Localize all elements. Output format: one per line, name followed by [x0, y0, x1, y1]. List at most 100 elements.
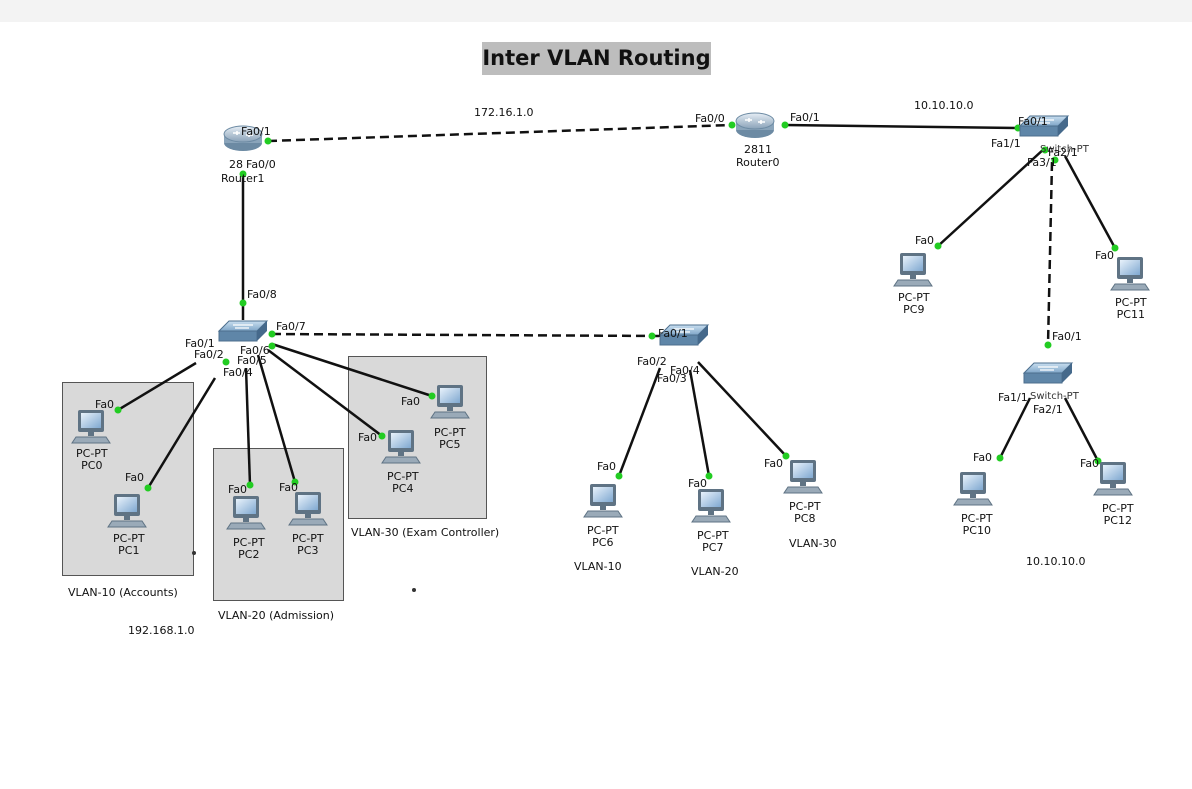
port-s2-fa11: Fa1/1 — [991, 137, 1021, 150]
router0-icon[interactable] — [735, 112, 775, 139]
link-switch0-pc3 — [256, 354, 297, 483]
port-s0-fa01: Fa0/1 — [185, 337, 215, 350]
pc10-icon[interactable] — [953, 471, 993, 506]
link-switch0-pc1 — [146, 377, 217, 489]
switch3-icon[interactable] — [1023, 362, 1073, 384]
pc0-name: PC0 — [81, 459, 103, 472]
port-pc1: Fa0 — [125, 471, 145, 484]
router0-model: 2811 — [744, 143, 772, 156]
link-switch3-pc10 — [998, 397, 1032, 459]
pc7-name: PC7 — [702, 541, 724, 554]
port-pc6: Fa0 — [597, 460, 617, 473]
pc12-icon[interactable] — [1093, 461, 1133, 496]
port-s3-fa21: Fa2/1 — [1033, 403, 1063, 416]
link-switch1-pc7 — [688, 369, 711, 477]
pc9-type: PC-PT — [898, 291, 930, 304]
port-r1-fa00: Fa0/0 — [246, 158, 276, 171]
port-s0-fa05: Fa0/5 — [237, 354, 267, 367]
pc10-name: PC10 — [962, 524, 991, 537]
pc8-icon[interactable] — [783, 459, 823, 494]
pc0-type: PC-PT — [76, 447, 108, 460]
pc5-name: PC5 — [439, 438, 461, 451]
port-s2-fa31: Fa3/1 — [1027, 156, 1057, 169]
port-s0-fa07: Fa0/7 — [276, 320, 306, 333]
vlan30-label: VLAN-30 — [789, 537, 837, 550]
router1-model: 28 — [229, 158, 243, 171]
port-s3-fa01: Fa0/1 — [1052, 330, 1082, 343]
pc1-type: PC-PT — [113, 532, 145, 545]
pc9-icon[interactable] — [893, 252, 933, 287]
link-switch2-pc11 — [1063, 155, 1117, 249]
pc4-type: PC-PT — [387, 470, 419, 483]
network-label-10-top: 10.10.10.0 — [914, 99, 974, 112]
pc8-name: PC8 — [794, 512, 816, 525]
pc5-icon[interactable] — [430, 384, 470, 419]
pc5-type: PC-PT — [434, 426, 466, 439]
vlan20-label: VLAN-20 — [691, 565, 739, 578]
port-s1-fa02: Fa0/2 — [637, 355, 667, 368]
port-s0-fa04: Fa0/4 — [223, 366, 253, 379]
switch0-icon[interactable] — [218, 320, 268, 342]
vlan20-group-label: VLAN-20 (Admission) — [218, 609, 335, 622]
switch3-name: Switch-PT — [1030, 391, 1079, 402]
links — [117, 123, 1117, 489]
pc2-type: PC-PT — [233, 536, 265, 549]
pc2-icon[interactable] — [226, 495, 266, 530]
pc1-name: PC1 — [118, 544, 140, 557]
router0-name: Router0 — [736, 156, 780, 169]
pc7-type: PC-PT — [697, 529, 729, 542]
switch2-name: Switch-PT — [1040, 144, 1089, 155]
link-switch2-pc9 — [937, 147, 1046, 247]
link-switch0-pc2 — [244, 367, 252, 486]
pc12-name: PC12 — [1103, 514, 1132, 527]
vlan30-group-box — [348, 356, 487, 519]
network-label-172: 172.16.1.0 — [474, 106, 534, 119]
port-pc12: Fa0 — [1080, 457, 1100, 470]
link-status-dots — [114, 121, 1119, 492]
pc4-name: PC4 — [392, 482, 414, 495]
pc6-type: PC-PT — [587, 524, 619, 537]
pc9-name: PC9 — [903, 303, 925, 316]
link-switch3-pc12 — [1063, 397, 1100, 462]
network-label-192: 192.168.1.0 — [128, 624, 195, 637]
port-s2-fa21: Fa2/1 — [1048, 146, 1078, 159]
pc3-icon[interactable] — [288, 491, 328, 526]
vlan10-label: VLAN-10 — [574, 560, 622, 573]
port-r1-fa01: Fa0/1 — [241, 125, 271, 138]
vlan10-group-label: VLAN-10 (Accounts) — [68, 586, 178, 599]
link-switch2-switch3 — [1046, 161, 1054, 346]
link-switch0-switch1 — [271, 332, 661, 338]
pc11-icon[interactable] — [1110, 256, 1150, 291]
port-s0-fa02: Fa0/2 — [194, 348, 224, 361]
port-s1-fa04: Fa0/4 — [670, 364, 700, 377]
link-switch1-pc8 — [697, 361, 787, 457]
diagram-title: Inter VLAN Routing — [482, 42, 711, 75]
port-s0-fa06: Fa0/6 — [240, 344, 270, 357]
pc8-type: PC-PT — [789, 500, 821, 513]
link-switch0-pc5 — [271, 342, 433, 398]
vlan30-group-label: VLAN-30 (Exam Controller) — [351, 526, 500, 539]
pc7-icon[interactable] — [691, 488, 731, 523]
pc3-type: PC-PT — [292, 532, 324, 545]
port-pc4: Fa0 — [358, 431, 378, 444]
pc6-icon[interactable] — [583, 483, 623, 518]
pc4-icon[interactable] — [381, 429, 421, 464]
port-r0-fa01: Fa0/1 — [790, 111, 820, 124]
router1-name: Router1 — [221, 172, 265, 185]
link-router1-router0 — [267, 123, 733, 143]
pc0-icon[interactable] — [71, 409, 111, 444]
pc1-icon[interactable] — [107, 493, 147, 528]
pc6-name: PC6 — [592, 536, 614, 549]
